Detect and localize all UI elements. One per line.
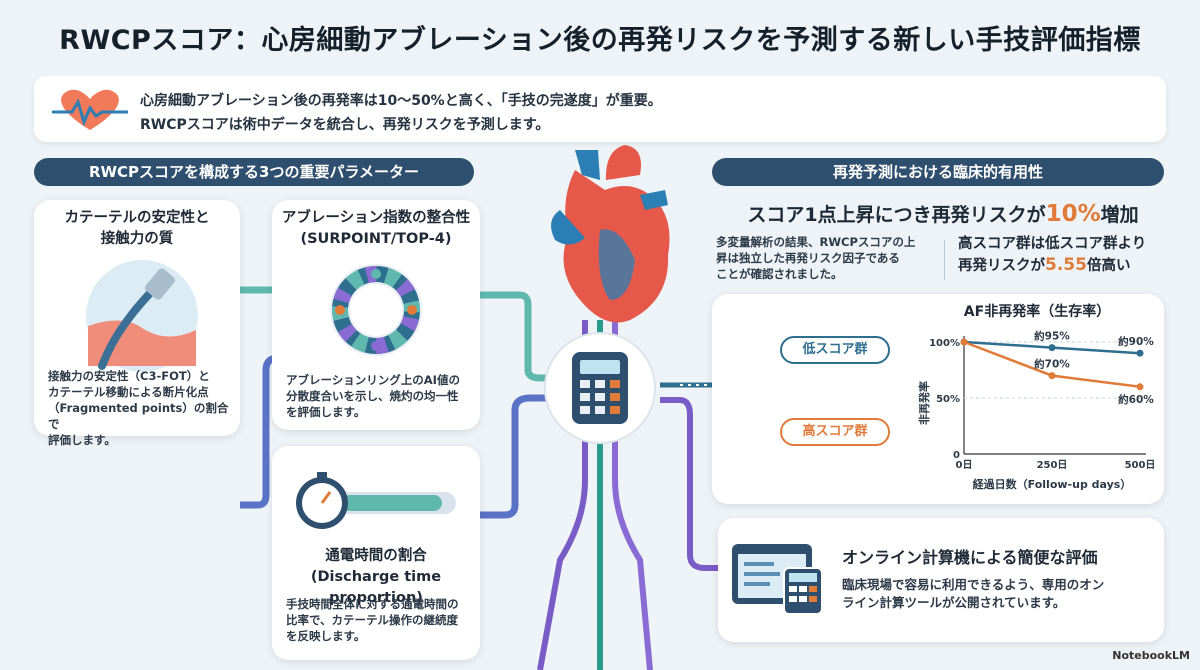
low-score-group: 低スコア群 bbox=[780, 336, 890, 364]
mv-line-1: 多変量解析の結果、RWCPスコアの上 bbox=[716, 235, 916, 249]
multivariate-text: 多変量解析の結果、RWCPスコアの上 昇は独立した再発リスク因子である ことが確… bbox=[716, 234, 944, 282]
data-label: 約60% bbox=[1118, 393, 1154, 406]
param-2-body-1: アブレーションリング上のAI値の bbox=[286, 373, 460, 387]
x-tick-label: 250日 bbox=[1037, 459, 1068, 471]
hazard-ratio-text: 高スコア群は低スコア群より 再発リスクが5.55倍高い bbox=[958, 234, 1178, 277]
data-point bbox=[1048, 372, 1056, 380]
hr-post: 倍高い bbox=[1086, 258, 1131, 274]
param-3-body-1: 手技時間全体に対する通電時間の bbox=[286, 597, 459, 611]
data-label: 約95% bbox=[1034, 330, 1070, 343]
hr-pre: 再発リスクが bbox=[958, 258, 1045, 274]
data-point bbox=[960, 338, 968, 346]
intro-line-2: RWCPスコアは術中データを統合し、再発リスクを予測します。 bbox=[140, 117, 550, 133]
param-2-body-2: 分散度合いを示し、焼灼の均一性 bbox=[286, 389, 459, 403]
headline-accent: 10% bbox=[1045, 201, 1101, 227]
calculator-icon bbox=[572, 352, 628, 424]
heart-illustration bbox=[551, 145, 670, 323]
param-3-body-2: 比率で、カテーテル操作の継続度 bbox=[286, 613, 459, 627]
notebooklm-logo: NotebookLM bbox=[1112, 649, 1190, 662]
x-tick-label: 0日 bbox=[956, 459, 973, 471]
y-tick-label: 50% bbox=[936, 394, 960, 405]
hr-accent: 5.55 bbox=[1045, 255, 1087, 275]
ablation-ring-icon bbox=[330, 264, 422, 356]
param-2-body-3: を評価します。 bbox=[286, 405, 366, 419]
online-calculator-card: オンライン計算機による簡便な評価 臨床現場で容易に利用できるよう、専用のオン ラ… bbox=[718, 518, 1164, 642]
online-body-1: 臨床現場で容易に利用できるよう、専用のオン bbox=[842, 577, 1105, 592]
mv-line-3: ことが確認されました。 bbox=[716, 267, 843, 281]
data-label: 約70% bbox=[1034, 358, 1070, 371]
param-1-body-1: 接触力の安定性（C3-FOT）と bbox=[48, 369, 210, 383]
online-calculator-icon bbox=[732, 544, 823, 615]
y-tick-label: 0 bbox=[953, 450, 960, 461]
param-1-body-3: （Fragmented points）の割合で bbox=[48, 401, 229, 431]
clinical-utility-header: 再発予測における臨床的有用性 bbox=[712, 158, 1164, 186]
stopwatch-icon bbox=[296, 472, 456, 529]
x-tick-label: 500日 bbox=[1125, 459, 1156, 471]
param-1-body-4: 評価します。 bbox=[48, 433, 116, 447]
mv-line-2: 昇は独立した再発リスク因子である bbox=[716, 251, 900, 265]
intro-line-1: 心房細動アブレーション後の再発率は10〜50%と高く、「手技の完遂度」が重要。 bbox=[140, 93, 662, 109]
heart-pulse-icon bbox=[52, 89, 128, 130]
footer-label: NotebookLM bbox=[1112, 649, 1190, 662]
intro-box: 心房細動アブレーション後の再発率は10〜50%と高く、「手技の完遂度」が重要。 … bbox=[34, 76, 1166, 142]
data-point bbox=[1136, 349, 1144, 357]
headline-post: 増加 bbox=[1100, 204, 1139, 226]
hr-line-1: 高スコア群は低スコア群より bbox=[958, 236, 1147, 252]
online-title: オンライン計算機による簡便な評価 bbox=[842, 548, 1098, 567]
online-body-2: ライン計算ツールが公開されています。 bbox=[842, 595, 1066, 610]
param-1-body-2: カテーテル移動による断片化点 bbox=[48, 385, 209, 399]
data-label: 約90% bbox=[1118, 335, 1154, 348]
survival-chart-card bbox=[712, 294, 1164, 504]
param-3-title-2: (Discharge time proportion) bbox=[310, 569, 442, 606]
y-tick-label: 100% bbox=[929, 338, 960, 349]
page-title: RWCPスコア：心房細動アブレーション後の再発リスクを予測する新しい手技評価指標 bbox=[59, 25, 1141, 56]
parameters-header: RWCPスコアを構成する3つの重要パラメーター bbox=[34, 158, 474, 186]
survival-chart: AF非再発率（生存率） 0 50% 100% 0日 250日 500日 約95% 約90% 約… bbox=[917, 303, 1156, 491]
param-3-title-1: 通電時間の割合 bbox=[325, 548, 427, 564]
headline-pre: スコア1点上昇につき再発リスクが bbox=[747, 204, 1046, 226]
high-score-group: 高スコア群 bbox=[780, 418, 890, 446]
catheter-icon bbox=[86, 260, 198, 372]
chart-ylabel: 非再発率 bbox=[917, 381, 931, 425]
data-point bbox=[1136, 383, 1144, 391]
param-1-title-1: カテーテルの安定性と bbox=[64, 210, 210, 226]
divider bbox=[944, 240, 945, 280]
param-2-title-2: (SURPOINT/TOP-4) bbox=[300, 231, 452, 247]
risk-headline: スコア1点上昇につき再発リスクが10%増加 bbox=[700, 200, 1186, 227]
param-card-ablation-index: アブレーション指数の整合性 (SURPOINT/TOP-4) アブレーションリン… bbox=[272, 200, 480, 430]
param-card-catheter: カテーテルの安定性と 接触力の質 接触力の安定性（C3-FOT）と カテーテル移… bbox=[34, 200, 240, 447]
chart-xlabel: 経過日数（Follow-up days） bbox=[973, 477, 1132, 491]
data-point bbox=[1048, 344, 1056, 352]
param-card-discharge-time: 通電時間の割合 (Discharge time proportion) 手技時間… bbox=[272, 446, 480, 660]
param-1-title-2: 接触力の質 bbox=[100, 231, 174, 247]
param-3-body-3: を反映します。 bbox=[286, 629, 366, 643]
chart-title: AF非再発率（生存率） bbox=[964, 303, 1110, 320]
param-2-title-1: アブレーション指数の整合性 bbox=[281, 210, 471, 226]
